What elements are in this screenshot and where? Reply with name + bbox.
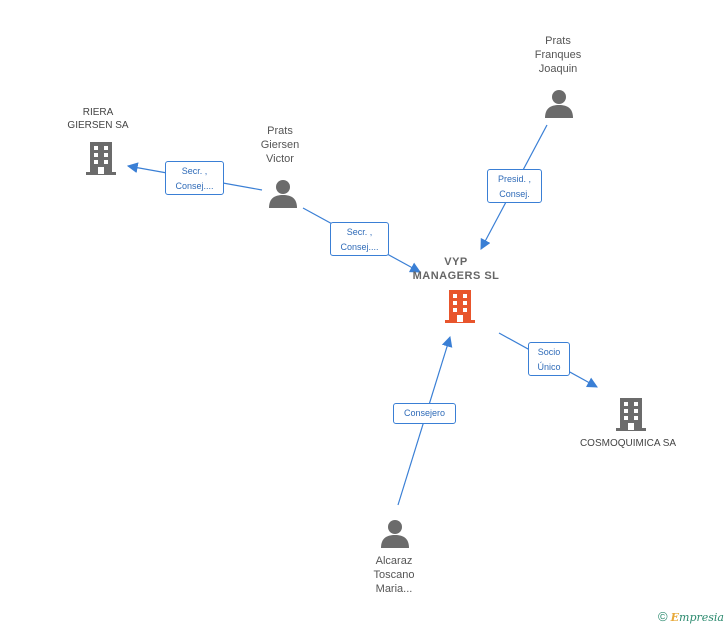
node-label-line: Victor <box>266 153 294 165</box>
node-label-riera[interactable]: RIERA GIERSEN SA <box>48 106 148 132</box>
role-line: Secr. , <box>346 227 373 237</box>
brand-initial: E <box>670 611 680 624</box>
person-icon[interactable] <box>380 518 410 548</box>
node-label-line: COSMOQUIMICA SA <box>579 438 677 449</box>
role-line: Único <box>537 362 561 372</box>
role-line: Consej.... <box>175 181 214 191</box>
node-label-line: Joaquin <box>538 63 578 75</box>
role-line: Presid. , <box>497 174 531 184</box>
building-icon[interactable] <box>616 396 646 432</box>
role-box[interactable]: Secr. , Consej.... <box>165 161 224 195</box>
role-line: Consej.... <box>340 242 379 252</box>
node-label-line: Franques <box>534 49 582 61</box>
role-line: Consej. <box>499 189 530 199</box>
node-label-line: Prats <box>545 35 571 47</box>
node-label-line: VYP <box>444 256 468 268</box>
copyright-symbol: © <box>658 609 668 624</box>
node-label-line: Giersen <box>260 139 300 151</box>
node-label-line: Prats <box>267 125 293 137</box>
person-icon[interactable] <box>268 178 298 208</box>
role-box[interactable]: Consejero <box>393 403 456 424</box>
building-icon[interactable] <box>444 288 476 324</box>
node-label-line: GIERSEN SA <box>67 120 129 131</box>
role-line: Secr. , <box>181 166 208 176</box>
person-icon[interactable] <box>544 88 574 118</box>
node-label-vyp[interactable]: VYP MANAGERS SL <box>400 255 512 283</box>
empresia-logo: ©Empresia <box>658 609 724 624</box>
node-label-prats-victor[interactable]: Prats Giersen Victor <box>240 124 320 166</box>
node-label-line: Alcaraz <box>375 555 413 567</box>
role-line: Socio <box>537 347 561 357</box>
role-line: Consejero <box>403 408 446 418</box>
node-label-line: MANAGERS SL <box>412 270 500 282</box>
node-label-prats-joaquin[interactable]: Prats Franques Joaquin <box>516 34 600 76</box>
role-box[interactable]: Presid. , Consej. <box>487 169 542 203</box>
brand-name: mpresia <box>679 611 724 624</box>
node-label-line: Maria... <box>375 583 413 595</box>
role-box[interactable]: Secr. , Consej.... <box>330 222 389 256</box>
building-icon[interactable] <box>86 140 116 176</box>
node-label-line: RIERA <box>82 107 114 118</box>
node-label-cosmo[interactable]: COSMOQUIMICA SA <box>568 437 688 450</box>
role-box[interactable]: Socio Único <box>528 342 570 376</box>
node-label-line: Toscano <box>373 569 415 581</box>
node-label-alcaraz[interactable]: Alcaraz Toscano Maria... <box>352 554 436 596</box>
